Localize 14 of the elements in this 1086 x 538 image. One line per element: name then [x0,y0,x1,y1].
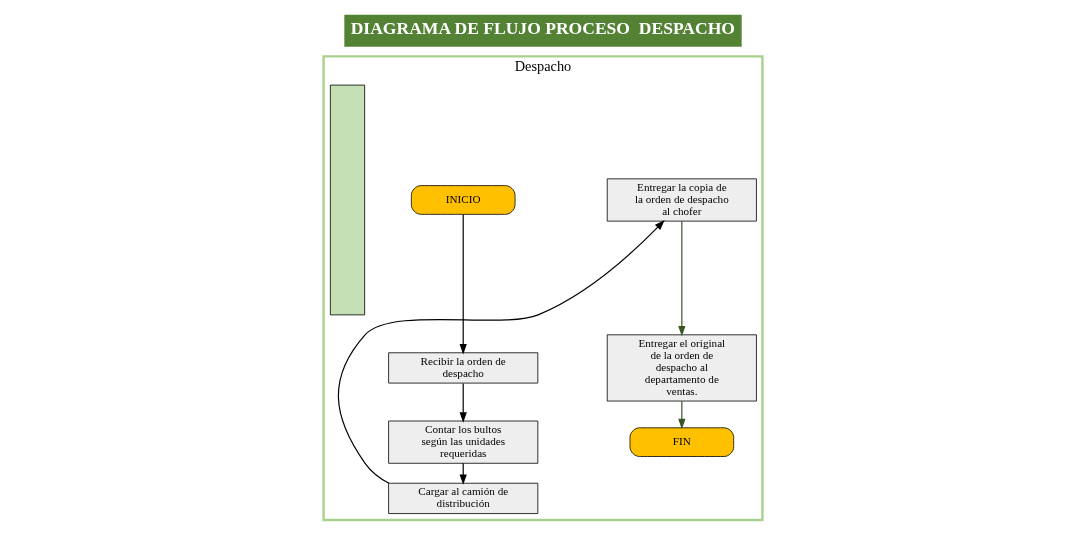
arrow [459,382,467,423]
node-box: FIN [629,427,735,457]
node-box: Cargar al camión de distribución [388,482,539,514]
diagram-title: DIAGRAMA DE FLUJO PROCESO DESPACHO [350,18,735,39]
arrow [678,400,686,430]
arrow [337,219,665,484]
node-box: Entregar el original de la orden de despacho al departamento de ventas. [606,334,757,402]
node-box: Contar los bultos según las unidades requeridas [388,420,539,464]
node-box: Recibir la orden de despacho [388,352,539,384]
node-box: Entregar la copia de la orden de despacho al chofer [606,178,757,222]
arrow [459,213,467,355]
node-box [329,84,366,316]
arrow [678,220,686,337]
node-box: INICIO [410,185,516,215]
